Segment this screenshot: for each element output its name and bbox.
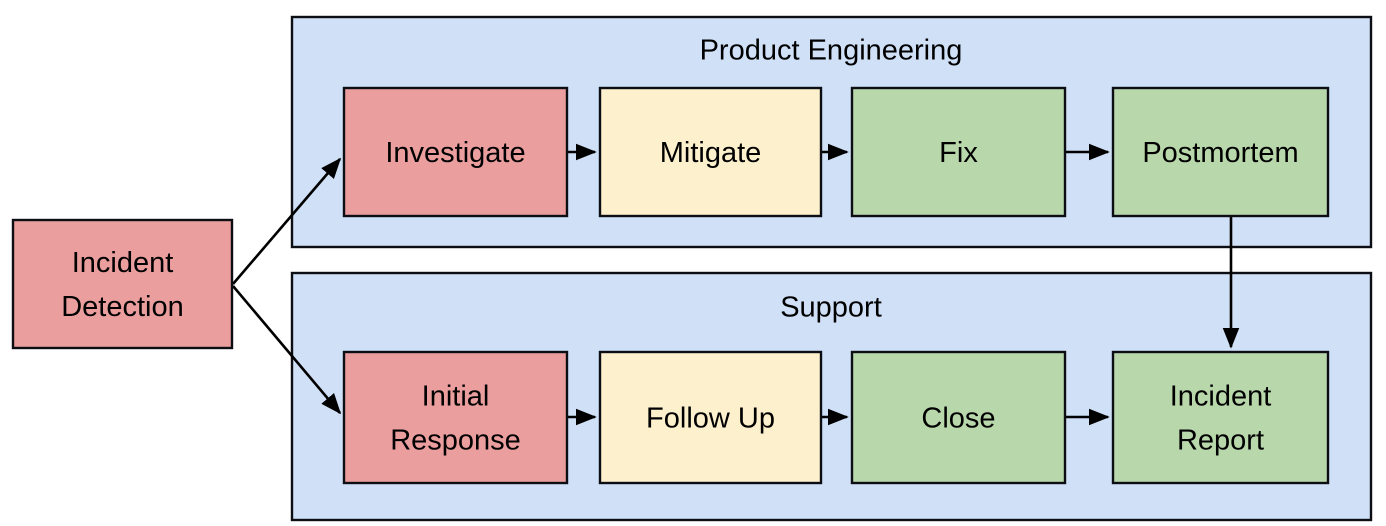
node-box-postmortem[interactable] [1111,86,1330,218]
node-label-close: Close [921,403,995,435]
node-box-investigate[interactable] [342,86,569,218]
node-follow-up[interactable]: Follow Up [598,350,823,485]
node-box-initial-response[interactable] [342,350,569,485]
node-box-follow-up[interactable] [598,350,823,485]
edge-detection-initial-response [232,285,342,415]
node-box-incident-report[interactable] [1111,350,1330,485]
node-box-incident-detection[interactable] [11,218,234,350]
node-label-investigate: Investigate [385,137,525,169]
group-label-product-engineering: Product Engineering [700,35,963,67]
node-label-mitigate: Mitigate [660,137,762,169]
node-label-fix: Fix [939,137,978,169]
group-label-support: Support [780,292,882,324]
node-box-mitigate[interactable] [598,86,823,218]
node-label-follow-up: Follow Up [646,403,775,435]
node-label-postmortem: Postmortem [1142,137,1298,169]
node-mitigate[interactable]: Mitigate [598,86,823,218]
connector-arrows [232,143,1240,426]
node-close[interactable]: Close [850,350,1067,485]
node-postmortem[interactable]: Postmortem [1111,86,1330,218]
node-investigate[interactable]: Investigate [342,86,569,218]
node-box-fix[interactable] [850,86,1067,218]
node-box-close[interactable] [850,350,1067,485]
edge-detection-investigate [232,157,342,285]
node-fix[interactable]: Fix [850,86,1067,218]
